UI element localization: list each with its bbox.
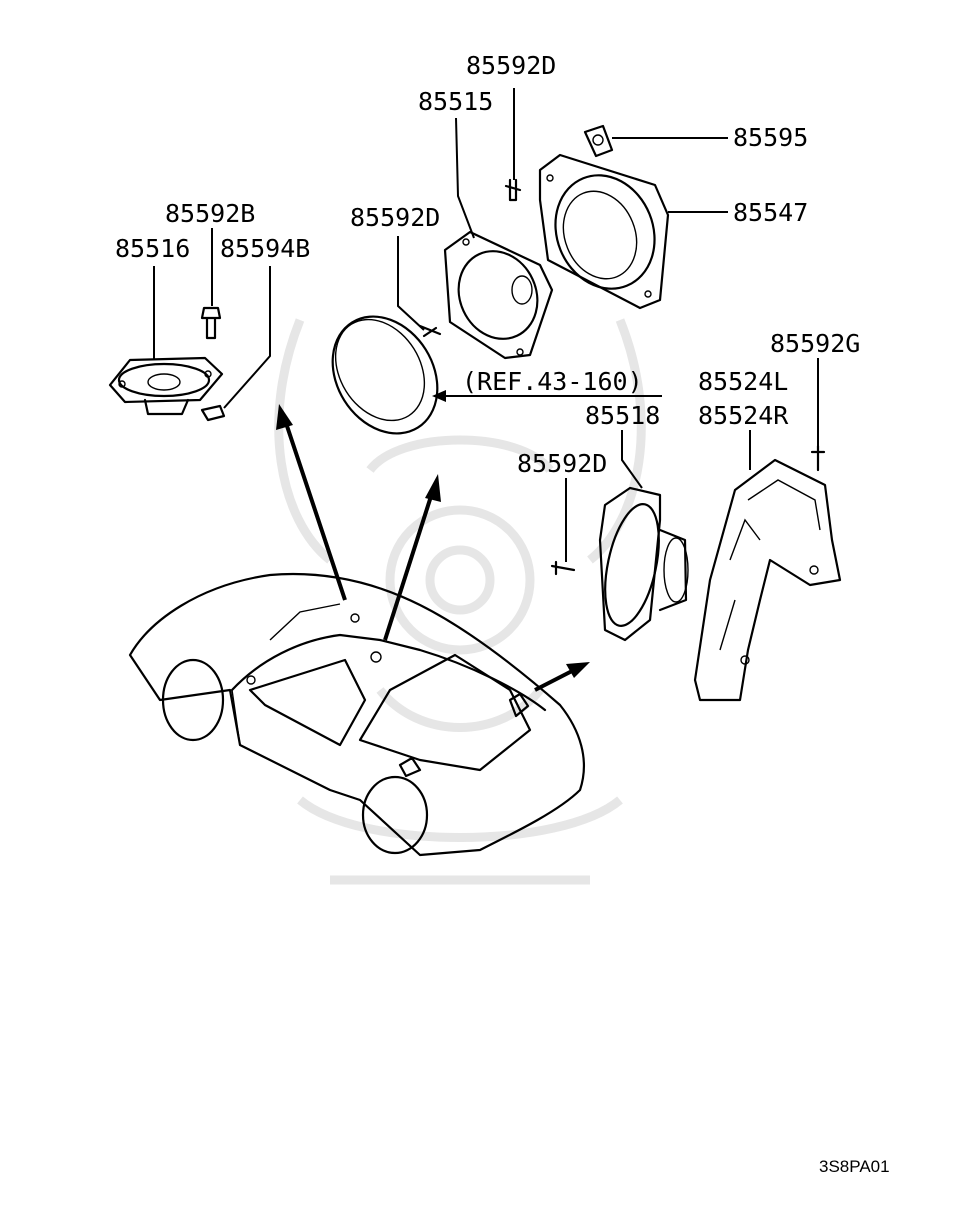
assembly-arrows [276,390,662,692]
clip-85594B-icon [200,404,226,422]
screw-85592D-top-icon [504,178,522,202]
label-85524L: 85524L [698,367,788,396]
screw-85592G-icon [810,444,826,472]
speaker-85516-icon [108,356,224,416]
label-ref: (REF.43-160) [462,367,643,396]
label-85595: 85595 [733,123,808,152]
screw-85592D-mid-icon [418,324,442,338]
bracket-85524-icon [693,458,842,702]
bracket-85547-icon [538,153,670,310]
car-body-icon [128,572,585,857]
label-85592D-low: 85592D [517,449,607,478]
label-85592D-top: 85592D [466,51,556,80]
leader-lines [153,88,819,562]
nut-85595-icon [583,124,614,158]
label-85518: 85518 [585,401,660,430]
watermark-emblem [274,318,646,885]
label-85592D-mid: 85592D [350,203,440,232]
speaker-grille-icon [331,315,439,435]
diagram-code: 3S8PA01 [819,1157,890,1176]
label-85592B: 85592B [165,199,255,228]
bolt-85592B-icon [200,306,222,340]
label-85516: 85516 [115,234,190,263]
screw-85592D-low-icon [550,560,576,576]
speaker-85518-icon [598,486,689,642]
speaker-85515-icon [443,230,554,360]
label-85594B: 85594B [220,234,310,263]
label-85515: 85515 [418,87,493,116]
label-85592G: 85592G [770,329,860,358]
part-labels: 85592D 85515 85595 85547 85592B 85516 85… [115,51,860,478]
label-85547: 85547 [733,198,808,227]
label-85524R: 85524R [698,401,789,430]
